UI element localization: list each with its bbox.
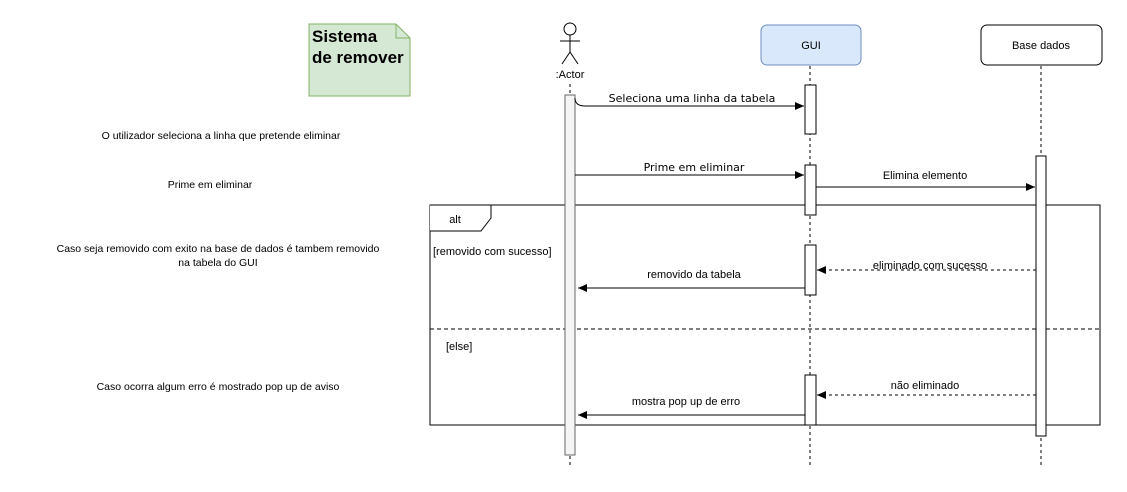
alt-fragment: alt [removido com sucesso] [else] <box>429 204 1101 426</box>
gui-activation-1 <box>804 84 817 135</box>
message-label-5: removido da tabela <box>647 269 741 281</box>
message-label-4: eliminado com sucesso <box>873 260 987 272</box>
side-note-2: Prime em eliminar <box>168 179 253 191</box>
message-label-7: mostra pop up de erro <box>632 396 740 408</box>
gui-activation-3 <box>804 244 817 296</box>
actor-activation <box>564 94 576 456</box>
db-activation <box>1035 155 1047 437</box>
message-arrow-1 <box>574 97 804 110</box>
db-participant <box>980 24 1103 66</box>
gui-activation-2 <box>804 164 817 216</box>
guard-else: [else] <box>446 341 472 353</box>
message-label-2: Prime em eliminar <box>644 161 745 174</box>
gui-participant <box>760 24 862 66</box>
note-title-line2: de remover <box>312 48 404 67</box>
gui-participant-label: GUI <box>801 40 821 52</box>
side-note-1: O utilizador seleciona a linha que prete… <box>102 130 341 142</box>
alt-operator-label: alt <box>449 214 461 226</box>
message-label-1: Seleciona uma linha da tabela <box>609 92 776 105</box>
side-note-3-line2: na tabela do GUI <box>178 257 257 269</box>
gui-activation-4 <box>804 374 817 426</box>
note-sistema-de-remover: Sistema de remover <box>308 23 411 97</box>
side-note-3-line1: Caso seja removido com exito na base de … <box>57 243 380 255</box>
side-note-4: Caso ocorra algum erro é mostrado pop up… <box>97 381 340 393</box>
guard-removido: [removido com sucesso] <box>433 246 552 258</box>
message-label-3: Elimina elemento <box>883 170 967 182</box>
db-participant-label: Base dados <box>1012 40 1071 52</box>
message-label-6: não eliminado <box>891 380 960 392</box>
actor-label: :Actor <box>556 69 585 81</box>
actor-icon <box>560 22 580 65</box>
note-title-line1: Sistema <box>312 27 378 46</box>
